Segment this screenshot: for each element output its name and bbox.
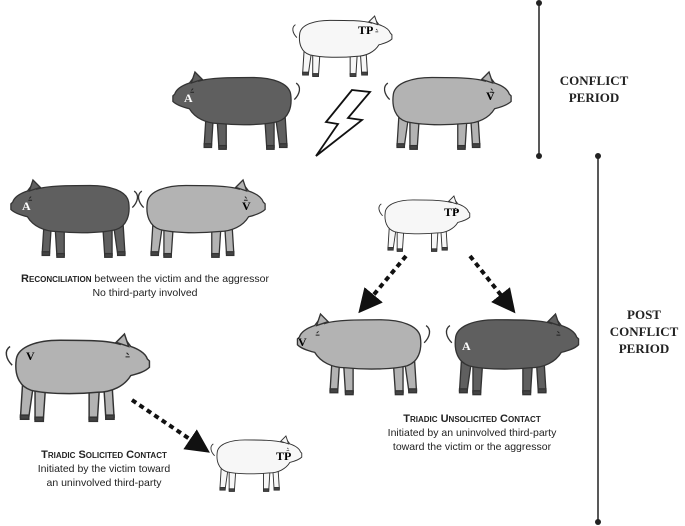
solicited-caption: Triadic Solicited Contact Initiated by t… (4, 448, 204, 490)
lightning-bolt-icon (315, 89, 372, 157)
label-v-conflict: V (486, 89, 495, 103)
conflict-period-label: CONFLICT PERIOD (554, 72, 634, 106)
solicited-title: Triadic Solicited Contact (41, 449, 167, 461)
reconciliation-text1: between the victim and the aggressor (91, 273, 269, 285)
solicited-text1: Initiated by the victim toward (37, 463, 171, 475)
solicited-text2: an uninvolved third-party (46, 477, 162, 489)
post-period-line3: PERIOD (618, 341, 670, 356)
label-a-conflict: A (184, 91, 193, 105)
unsolicited-title: Triadic Unsolicited Contact (403, 413, 541, 425)
arrow-tp-to-victim (358, 254, 408, 314)
pig-victim-solicited (5, 333, 151, 423)
label-a-unsolicited: A (462, 339, 471, 353)
pig-third-party-conflict (292, 15, 393, 77)
label-a-reconciliation: A (22, 199, 31, 213)
conflict-period-line1: CONFLICT (559, 73, 629, 88)
arrow-tp-to-aggressor (468, 254, 516, 314)
unsolicited-text2: toward the victim or the aggressor (392, 441, 552, 453)
post-conflict-period-bracket (595, 153, 601, 525)
pig-victim-unsolicited (296, 313, 431, 396)
label-v-reconciliation: V (242, 199, 251, 213)
pig-victim-conflict (383, 71, 512, 150)
post-period-line2: CONFLICT (609, 324, 679, 339)
conflict-period-bracket (536, 0, 542, 159)
label-tp-solicited: TP (276, 449, 291, 463)
pig-aggressor-unsolicited (445, 313, 580, 396)
label-v-solicited: V (26, 349, 35, 363)
pig-aggressor-conflict (172, 71, 301, 150)
arrow-victim-to-tp (130, 398, 210, 453)
reconciliation-caption: Reconciliation between the victim and th… (0, 272, 290, 300)
post-period-line1: POST (627, 307, 661, 322)
conflict-period-line2: PERIOD (568, 90, 620, 105)
label-tp-conflict: TP (358, 23, 373, 37)
pig-victim-reconciliation (137, 179, 266, 258)
label-v-unsolicited: V (298, 335, 307, 349)
unsolicited-text1: Initiated by an uninvolved third-party (387, 427, 557, 439)
reconciliation-text2: No third-party involved (92, 287, 198, 299)
pig-aggressor-reconciliation (10, 179, 139, 258)
post-conflict-period-label: POST CONFLICT PERIOD (604, 306, 684, 357)
label-tp-unsolicited: TP (444, 205, 459, 219)
reconciliation-title: Reconciliation (21, 273, 92, 285)
unsolicited-caption: Triadic Unsolicited Contact Initiated by… (352, 412, 592, 454)
pig-third-party-solicited (210, 435, 303, 492)
